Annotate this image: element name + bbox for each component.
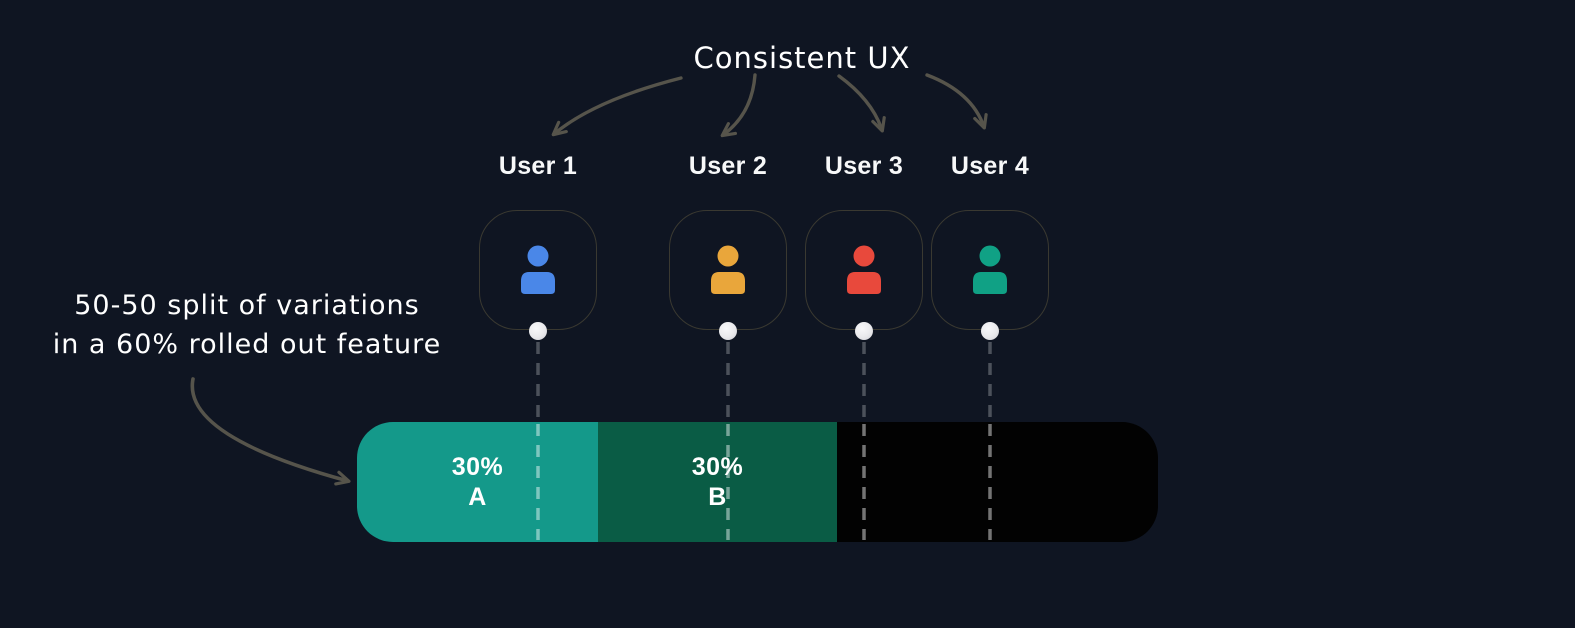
arrow-title-to-user-3 <box>837 74 886 133</box>
person-icon <box>973 245 1007 294</box>
user-3-connector-dot <box>855 322 873 340</box>
user-4-connector-dot <box>981 322 999 340</box>
rollout-annotation: 50-50 split of variations in a 60% rolle… <box>27 286 467 364</box>
segment-b-percent: 30% <box>691 453 744 481</box>
diagram-title: Consistent UX <box>693 41 911 75</box>
person-icon <box>711 245 745 294</box>
bar-segment-variant-b: 30% B <box>598 422 837 542</box>
dashed-connectors-upper <box>536 342 992 420</box>
arrow-annotation-to-bar <box>190 377 351 486</box>
user-4-person-icon <box>973 245 1007 294</box>
bar-segment-variant-a: 30% A <box>357 422 598 542</box>
rollout-annotation-line2: in a 60% rolled out feature <box>52 329 442 360</box>
user-2-connector-dot <box>719 322 737 340</box>
user-2-label: User 2 <box>688 152 768 180</box>
bar-segment-not-rolled-out <box>837 422 1158 542</box>
arrow-title-to-user-1 <box>551 76 683 137</box>
person-icon <box>521 245 555 294</box>
user-3-label: User 3 <box>824 152 904 180</box>
arrow-title-to-user-2 <box>720 73 757 138</box>
user-4-label: User 4 <box>950 152 1030 180</box>
segment-b-variant: B <box>708 483 727 511</box>
segment-a-variant: A <box>468 483 487 511</box>
user-1-connector-dot <box>529 322 547 340</box>
rollout-bar: 30% A 30% B <box>357 422 1158 542</box>
user-1-person-icon <box>521 245 555 294</box>
segment-a-percent: 30% <box>451 453 504 481</box>
person-icon <box>847 245 881 294</box>
rollout-annotation-line1: 50-50 split of variations <box>74 290 420 321</box>
user-1-label: User 1 <box>498 152 578 180</box>
user-3-person-icon <box>847 245 881 294</box>
user-2-person-icon <box>711 245 745 294</box>
arrow-title-to-user-4 <box>925 73 988 130</box>
